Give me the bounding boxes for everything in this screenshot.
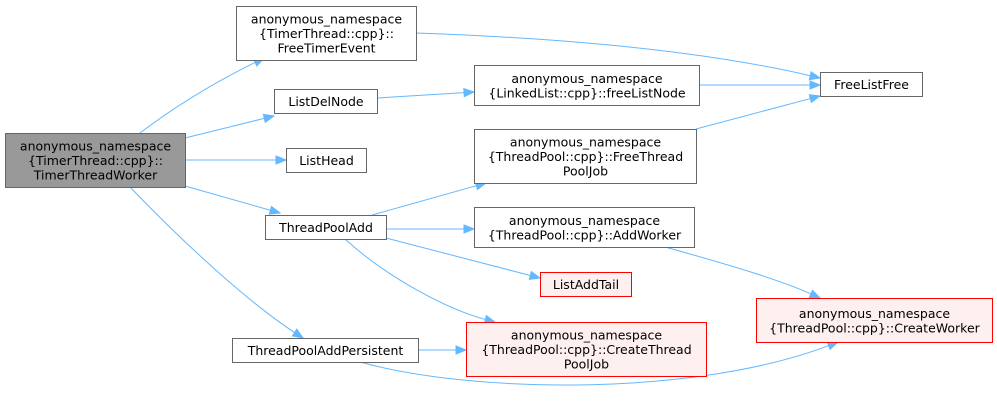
edge-free-thread-pool-job-to-free-list-free: [695, 94, 822, 130]
edge-line: [415, 32, 811, 77]
edge-thread-pool-add-to-add-worker: [386, 224, 476, 234]
node-label-line: FreeListFree: [834, 77, 909, 92]
node-label-line: anonymous_namespace: [510, 135, 661, 150]
node-box: [474, 207, 695, 248]
node-label-line: {ThreadPool::cpp}::AddWorker: [488, 227, 682, 242]
node-label-line: anonymous_namespace: [511, 328, 662, 343]
edge-free-list-node-to-free-list-free: [699, 80, 822, 90]
edge-line: [184, 185, 271, 211]
node-timer-thread-worker[interactable]: anonymous_namespace{TimerThread::cpp}::T…: [5, 133, 186, 188]
node-box: [232, 338, 419, 363]
node-box: [474, 129, 697, 184]
arrowhead-icon: [262, 113, 276, 124]
node-label-line: anonymous_namespace: [799, 306, 950, 321]
edge-timer-thread-worker-to-free-timer-event: [139, 57, 266, 134]
node-label-line: FreeTimerEvent: [277, 41, 375, 56]
node-list-head[interactable]: ListHead: [286, 148, 367, 173]
edge-line: [385, 237, 531, 276]
nodes-layer: anonymous_namespace{TimerThread::cpp}::T…: [5, 6, 993, 377]
node-box: [274, 89, 378, 114]
node-box: [540, 272, 632, 297]
edge-timer-thread-worker-to-list-head: [185, 155, 288, 165]
node-label-line: ListAddTail: [553, 277, 619, 292]
node-box: [820, 72, 923, 97]
node-label-line: ThreadPoolAdd: [278, 220, 373, 235]
node-box: [236, 6, 417, 61]
edge-line: [371, 185, 477, 216]
edge-timer-thread-worker-to-thread-pool-add-persistent: [129, 186, 305, 339]
edge-thread-pool-add-to-free-thread-pool-job: [371, 181, 488, 216]
arrowhead-icon: [528, 270, 542, 280]
node-free-list-free[interactable]: FreeListFree: [820, 72, 923, 97]
edge-add-worker-to-create-worker: [664, 246, 822, 299]
node-list-del-node[interactable]: ListDelNode: [274, 89, 378, 114]
node-label-line: TimerThreadWorker: [33, 168, 158, 183]
edge-free-timer-event-to-free-list-free: [415, 32, 822, 81]
node-create-thread-pool-job[interactable]: anonymous_namespace{ThreadPool::cpp}::Cr…: [466, 322, 707, 377]
arrowhead-icon: [808, 289, 822, 299]
edge-list-del-node-to-free-list-node: [376, 87, 476, 99]
arrowhead-icon: [275, 155, 288, 165]
edges-layer: [129, 32, 840, 386]
arrowhead-icon: [455, 345, 468, 355]
node-box: [5, 133, 186, 188]
node-create-worker[interactable]: anonymous_namespace{ThreadPool::cpp}::Cr…: [756, 298, 993, 343]
edge-timer-thread-worker-to-thread-pool-add: [184, 185, 282, 215]
node-thread-pool-add-persistent[interactable]: ThreadPoolAddPersistent: [232, 338, 419, 363]
arrowhead-icon: [268, 205, 282, 215]
node-label-line: {ThreadPool::cpp}::FreeThread: [488, 149, 683, 164]
node-add-worker[interactable]: anonymous_namespace{ThreadPool::cpp}::Ad…: [474, 207, 695, 248]
node-label-line: {TimerThread::cpp}::: [259, 26, 394, 41]
node-free-thread-pool-job[interactable]: anonymous_namespace{ThreadPool::cpp}::Fr…: [474, 129, 697, 184]
node-label-line: ThreadPoolAddPersistent: [247, 343, 404, 358]
node-label-line: {TimerThread::cpp}::: [28, 153, 163, 168]
edge-line: [695, 98, 811, 130]
edge-timer-thread-worker-to-list-del-node: [184, 113, 276, 139]
node-label-line: anonymous_namespace: [509, 213, 660, 228]
arrowhead-icon: [463, 224, 476, 234]
edge-thread-pool-add-to-create-thread-pool-job: [344, 238, 497, 324]
arrowhead-icon: [808, 70, 822, 81]
arrowhead-icon: [463, 87, 476, 98]
edge-line: [129, 186, 295, 333]
node-label-line: {ThreadPool::cpp}::CreateThread: [481, 342, 691, 357]
arrowhead-icon: [291, 328, 305, 339]
node-box: [265, 215, 387, 240]
edge-line: [359, 345, 829, 386]
node-label-line: ListHead: [299, 153, 354, 168]
node-thread-pool-add[interactable]: ThreadPoolAdd: [265, 215, 387, 240]
node-label-line: {LinkedList::cpp}::freeListNode: [488, 85, 686, 100]
edge-line: [376, 92, 465, 99]
node-label-line: ListDelNode: [288, 94, 364, 109]
edge-line: [184, 117, 265, 139]
node-box: [756, 298, 993, 343]
node-label-line: PoolJob: [563, 164, 608, 179]
arrowhead-icon: [809, 80, 822, 90]
node-box: [286, 148, 367, 173]
edge-line: [139, 62, 256, 134]
node-box: [466, 322, 707, 377]
edge-thread-pool-add-persistent-to-create-thread-pool-job: [418, 345, 468, 355]
node-label-line: anonymous_namespace: [20, 139, 171, 154]
node-label-line: PoolJob: [564, 357, 609, 372]
arrowhead-icon: [808, 94, 822, 104]
node-free-timer-event[interactable]: anonymous_namespace{TimerThread::cpp}::F…: [236, 6, 417, 61]
node-label-line: {ThreadPool::cpp}::CreateWorker: [769, 320, 980, 335]
node-label-line: anonymous_namespace: [511, 71, 662, 86]
node-free-list-node[interactable]: anonymous_namespace{LinkedList::cpp}::fr…: [474, 65, 700, 106]
node-list-add-tail[interactable]: ListAddTail: [540, 272, 632, 297]
edge-line: [344, 238, 486, 320]
node-label-line: anonymous_namespace: [251, 12, 402, 27]
edge-line: [664, 246, 812, 295]
edge-thread-pool-add-to-list-add-tail: [385, 237, 542, 280]
node-box: [474, 65, 700, 106]
